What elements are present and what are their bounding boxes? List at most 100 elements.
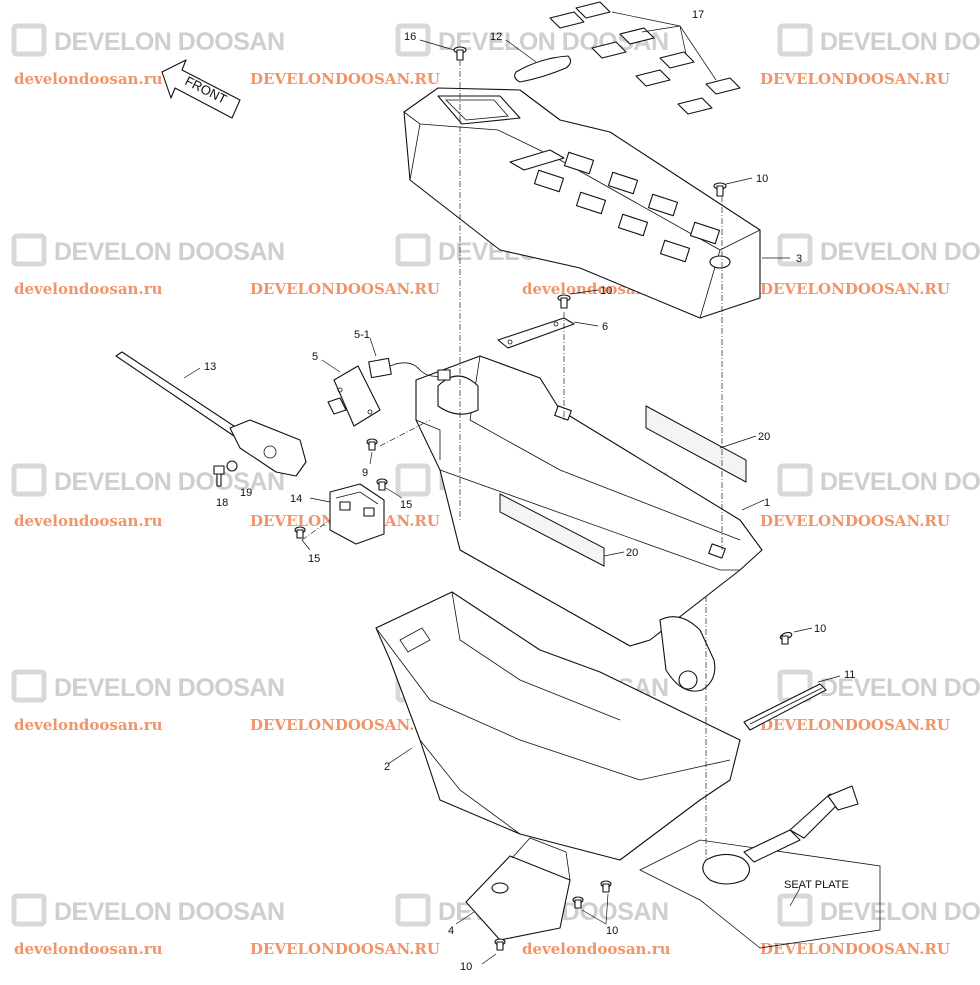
watermark-logo-mark bbox=[395, 23, 431, 57]
pad-20-lower bbox=[499, 493, 625, 567]
watermark-logo-mark bbox=[777, 23, 813, 57]
watermark-url: DEVELONDOOSAN.RU bbox=[250, 716, 440, 734]
console-top-cover-3 bbox=[403, 87, 790, 319]
watermark-logo-text: DEVELON DOOSAN bbox=[820, 674, 980, 702]
front-direction-arrow: FRONT bbox=[161, 59, 241, 119]
lower-housing-2 bbox=[375, 591, 741, 861]
callout-10: 10 bbox=[600, 285, 612, 297]
watermark-logo-mark bbox=[11, 893, 47, 927]
switch-caps-17 bbox=[549, 1, 741, 115]
watermark-logo-text: DEVELON DOOSAN bbox=[54, 468, 285, 496]
watermark-url: DEVELONDOOSAN.RU bbox=[760, 940, 950, 958]
watermark-logo-mark bbox=[777, 233, 813, 267]
callout-10: 10 bbox=[460, 961, 472, 973]
watermark-logo-text: DEVELON DOOSAN bbox=[54, 674, 285, 702]
callout-17: 17 bbox=[692, 9, 704, 21]
watermark-logo: DEVELON DOOSAN bbox=[777, 463, 980, 497]
callout-6: 6 bbox=[602, 321, 608, 333]
watermark-logo-mark bbox=[11, 23, 47, 57]
screw-10-top bbox=[713, 177, 753, 197]
watermark-url: DEVELONDOOSAN.RU bbox=[250, 70, 440, 88]
watermark-url: develondoosan.ru bbox=[14, 512, 163, 530]
switch-panel-14 bbox=[309, 483, 385, 545]
callout-20: 20 bbox=[626, 547, 638, 559]
callout-20: 20 bbox=[758, 431, 770, 443]
watermark-logo-mark bbox=[11, 669, 47, 703]
watermark-logo-mark bbox=[777, 463, 813, 497]
watermark-url: develondoosan.ru bbox=[14, 940, 163, 958]
watermark-url: develondoosan.ru bbox=[14, 716, 163, 734]
watermark-logo-text: DEVELON DOOSAN bbox=[54, 28, 285, 56]
watermark-logo-text: DEVELON DOOSAN bbox=[54, 238, 285, 266]
watermark-logo: DEVELON DOOSAN bbox=[11, 893, 285, 927]
watermark-url: develondoosan.ru bbox=[14, 280, 163, 298]
strip-11 bbox=[743, 675, 841, 731]
callout-10: 10 bbox=[814, 623, 826, 635]
watermark-logo-text: DEVELON DOOSAN bbox=[54, 898, 285, 926]
watermark-logo-text: DEVELON DOOSAN bbox=[820, 898, 980, 926]
console-frame-1 bbox=[415, 355, 765, 647]
screw-10-bottom-b bbox=[581, 880, 612, 925]
screw-15-lower bbox=[294, 526, 311, 551]
watermark-logo-mark bbox=[11, 463, 47, 497]
callout-2: 2 bbox=[384, 761, 390, 773]
bracket-6 bbox=[497, 317, 599, 349]
watermark-url: DEVELONDOOSAN.RU bbox=[760, 716, 950, 734]
cover-plate-12 bbox=[505, 39, 572, 83]
screw-10-bottom-a bbox=[572, 896, 584, 909]
watermark-url: DEVELONDOOSAN.RU bbox=[760, 70, 950, 88]
watermark-logo: DEVELON DOOSAN bbox=[777, 23, 980, 57]
watermark-logo-mark bbox=[11, 233, 47, 267]
center-lines bbox=[301, 60, 723, 860]
watermark-url: DEVELONDOOSAN.RU bbox=[250, 280, 440, 298]
callout-19: 19 bbox=[240, 487, 252, 499]
callout-15: 15 bbox=[308, 553, 320, 565]
seat-plate-assembly bbox=[639, 785, 881, 949]
watermark-url: DEVELONDOOSAN.RU bbox=[250, 940, 440, 958]
screw-10-bottom-c bbox=[481, 938, 506, 965]
watermark-logo-mark bbox=[395, 893, 431, 927]
watermark-logo-mark bbox=[777, 893, 813, 927]
callout-5-1: 5-1 bbox=[354, 329, 370, 341]
callout-1: 1 bbox=[764, 497, 770, 509]
watermark-logo: DEVELON DOOSAN bbox=[777, 669, 980, 703]
callout-9: 9 bbox=[362, 467, 368, 479]
callout-4: 4 bbox=[448, 925, 454, 937]
micro-switch-5-1 bbox=[368, 337, 451, 381]
callout-18: 18 bbox=[216, 497, 228, 509]
screw-10-side bbox=[779, 627, 813, 645]
callout-13: 13 bbox=[204, 361, 216, 373]
mount-plate-5 bbox=[321, 359, 381, 427]
washer-19 bbox=[226, 460, 238, 472]
screw-9 bbox=[366, 438, 378, 465]
lever-13 bbox=[115, 351, 307, 477]
watermark-logo: DEVELON DOOSAN bbox=[11, 233, 285, 267]
screw-15-upper bbox=[376, 478, 403, 499]
callout-10: 10 bbox=[606, 925, 618, 937]
watermark-logo-text: DEVELON DOOSAN bbox=[820, 28, 980, 56]
watermark-logo-mark bbox=[395, 233, 431, 267]
watermark-logo: DEVELON DOOSAN bbox=[777, 233, 980, 267]
watermark-logo: DEVELON DOOSAN bbox=[777, 893, 980, 927]
base-bracket-4 bbox=[455, 837, 571, 941]
bolt-18 bbox=[213, 465, 225, 487]
watermark-logo: DEVELON DOOSAN bbox=[11, 669, 285, 703]
watermark-url: develondoosan.ru bbox=[14, 70, 163, 88]
callout-11: 11 bbox=[844, 669, 855, 681]
watermark-logo-text: DEVELON DOOSAN bbox=[820, 468, 980, 496]
screw-10-bracket bbox=[557, 289, 599, 309]
callout-3: 3 bbox=[796, 253, 802, 265]
callout-5: 5 bbox=[312, 351, 318, 363]
pad-20-upper bbox=[645, 405, 757, 483]
callout-16: 16 bbox=[404, 31, 416, 43]
callout-labels: 16 1 2 17 10 3 10 6 5-1 5 13 20 9 18 19 1… bbox=[204, 9, 855, 973]
callout-15: 15 bbox=[400, 499, 412, 511]
watermark-url: DEVELONDOOSAN.RU bbox=[760, 512, 950, 530]
callout-10: 10 bbox=[756, 173, 768, 185]
screw-16 bbox=[419, 39, 467, 61]
callout-14: 14 bbox=[290, 493, 302, 505]
watermark-logo-mark bbox=[395, 463, 431, 497]
watermark-url: develondoosan.ru bbox=[522, 940, 671, 958]
